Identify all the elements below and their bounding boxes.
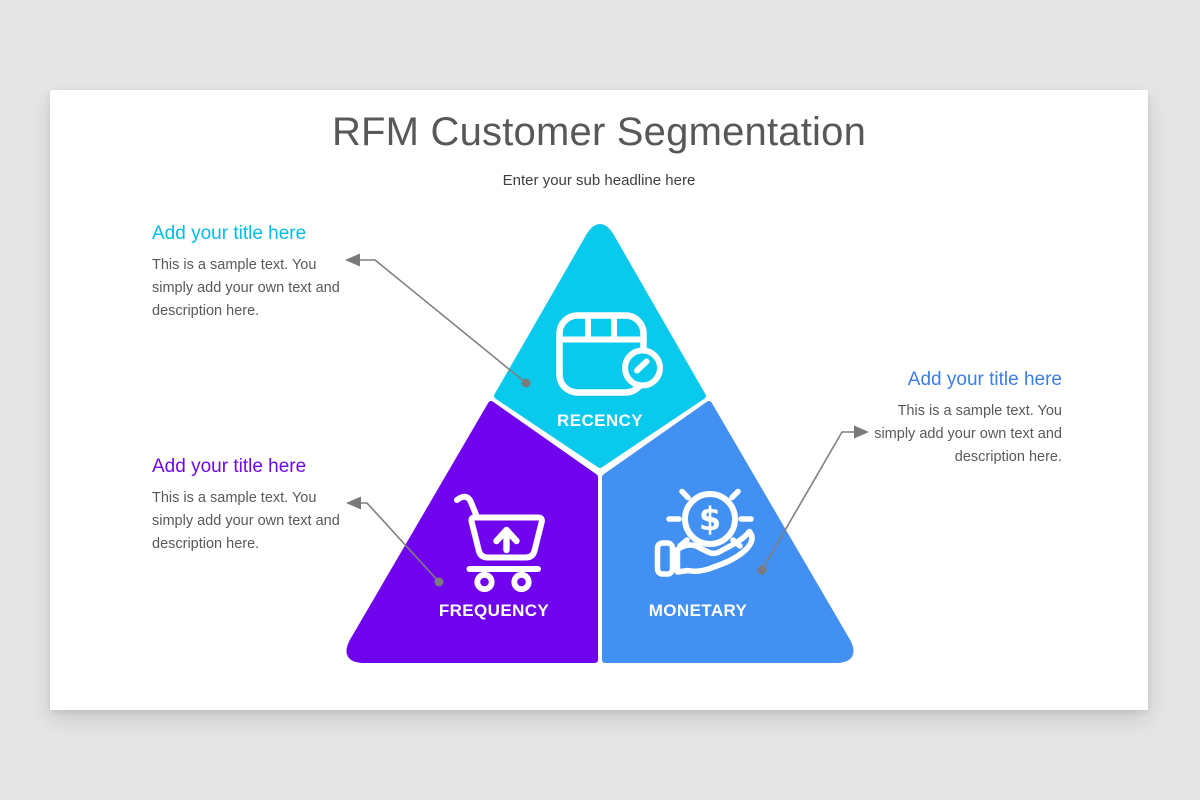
dollar-sign: $: [699, 500, 721, 538]
callout-top-left: Add your title here This is a sample tex…: [152, 223, 358, 323]
slide: RFM Customer Segmentation Enter your sub…: [50, 90, 1148, 710]
segment-label-recency: RECENCY: [557, 411, 643, 430]
segment-recency-shape: [494, 224, 706, 468]
callout-body: This is a sample text. You simply add yo…: [874, 403, 1062, 465]
callout-body: This is a sample text. You simply add yo…: [152, 490, 340, 552]
callout-title: Add your title here: [152, 223, 307, 244]
callout-title: Add your title here: [152, 456, 307, 477]
page-subtitle: Enter your sub headline here: [502, 172, 696, 189]
callout-middle-left: Add your title here This is a sample tex…: [152, 456, 358, 556]
callout-body: This is a sample text. You simply add yo…: [152, 257, 340, 319]
callout-title: Add your title here: [907, 369, 1062, 390]
segment-monetary-shape: [602, 401, 854, 663]
rfm-triangle-diagram: [346, 224, 854, 663]
hand-holding-dollar-icon: $: [654, 488, 755, 577]
callout-right: Add your title here This is a sample tex…: [856, 369, 1062, 469]
segment-label-monetary: MONETARY: [648, 601, 748, 620]
calendar-clock-icon: [556, 312, 663, 396]
segment-label-frequency: FREQUENCY: [438, 601, 550, 620]
shopping-cart-arrow-up-icon: [454, 493, 545, 592]
page-title: RFM Customer Segmentation: [331, 110, 867, 154]
